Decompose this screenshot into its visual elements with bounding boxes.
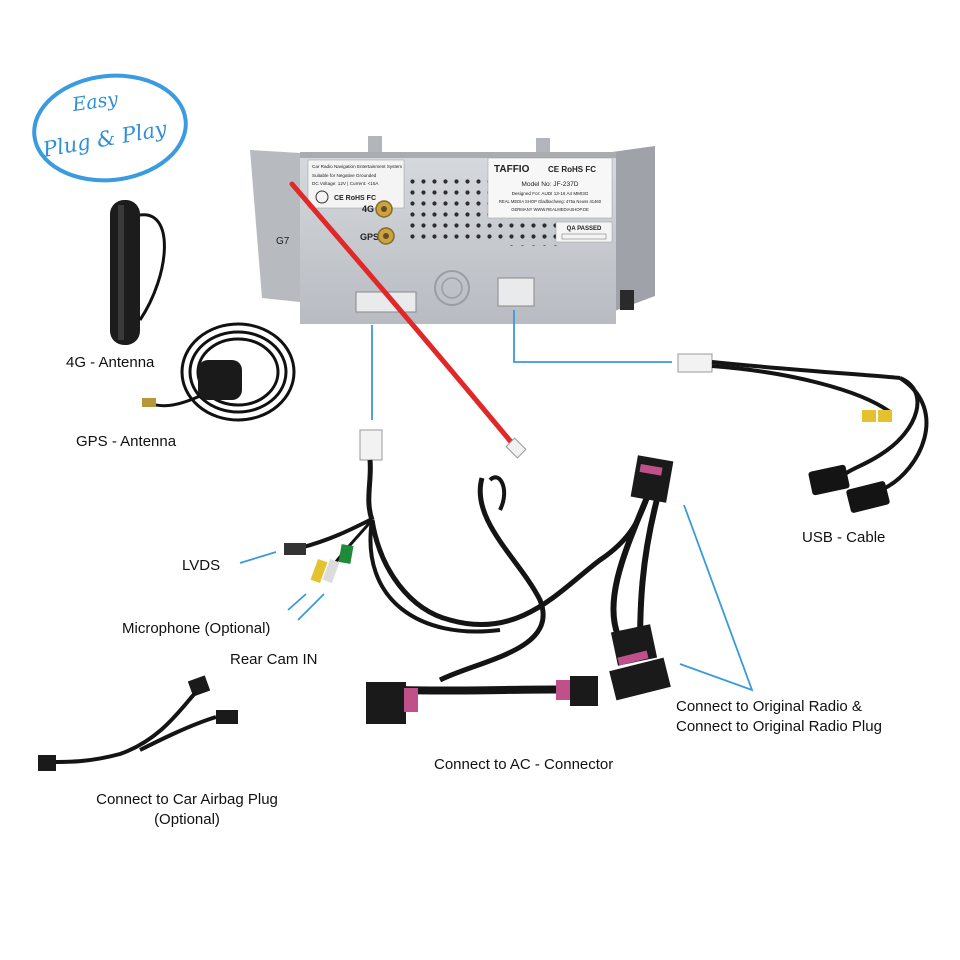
leader-original-radio <box>679 504 754 692</box>
leader-usb <box>513 310 672 363</box>
leader-rear-cam <box>297 593 325 621</box>
port-gps-label: GPS <box>360 232 379 242</box>
compliance-sticker: Car Radio Navigation Entertainment Syste… <box>307 159 405 209</box>
lvds-ribbon-cable <box>289 181 527 459</box>
label-microphone: Microphone (Optional) <box>122 620 271 637</box>
label-marks: CE RoHS FC <box>548 165 596 174</box>
emboss-logo <box>434 270 470 306</box>
head-unit: G7 Car Radio Navigation Entertainment Sy… <box>250 136 655 324</box>
side-mark: G7 <box>276 236 290 247</box>
sticker-line-1: Suitable for Negative Grounded <box>312 173 377 178</box>
shop-line: REAL MEDIA SHOP Gladbachweg: 475a Neuss … <box>499 199 602 204</box>
antenna-gps <box>142 322 296 422</box>
label-airbag-line1: Connect to Car Airbag Plug <box>96 791 278 808</box>
country-line: GERMANY WWW.REALMEDIASHOP.DE <box>511 207 589 212</box>
port-gps: GPS <box>360 227 395 245</box>
label-4g-antenna: 4G - Antenna <box>66 354 155 371</box>
designed-for: Designed For: AUDI 13-16 A4 MMI3G <box>512 191 589 196</box>
airbag-adapter-cable <box>38 675 238 771</box>
model-label: TAFFIO CE RoHS FC Model No: JF-237D Desi… <box>487 157 613 219</box>
leader-microphone <box>287 593 307 611</box>
model-number: Model No: JF-237D <box>521 181 578 188</box>
badge-line-2: Plug & Play <box>40 116 169 162</box>
antenna-4g <box>110 200 166 345</box>
usb-connector-socket <box>497 277 535 307</box>
port-4g-label: 4G <box>362 204 374 214</box>
label-rear-cam: Rear Cam IN <box>230 651 318 668</box>
label-airbag-line2: (Optional) <box>154 811 220 828</box>
main-harness <box>284 429 674 724</box>
sticker-title: Car Radio Navigation Entertainment Syste… <box>312 164 402 169</box>
label-lvds: LVDS <box>182 557 221 574</box>
easy-plug-play-badge: Easy Plug & Play <box>32 73 188 183</box>
leader-lines <box>239 310 754 692</box>
label-original-radio-line1: Connect to Original Radio & <box>676 698 862 715</box>
qa-passed-label: QA PASSED <box>555 221 613 243</box>
leader-lvds <box>239 551 277 564</box>
usb-cable <box>677 353 929 513</box>
sticker-line-2: DC Voltage: 12V | Current: <15A <box>312 181 379 186</box>
label-gps-antenna: GPS - Antenna <box>76 433 177 450</box>
label-ac-connector: Connect to AC - Connector <box>434 756 614 773</box>
label-usb-cable: USB - Cable <box>802 529 886 546</box>
badge-line-1: Easy <box>70 88 120 116</box>
port-4g: 4G <box>362 200 393 218</box>
brand-logo: TAFFIO <box>494 164 530 175</box>
qa-passed-text: QA PASSED <box>567 226 602 232</box>
label-original-radio-line2: Connect to Original Radio Plug <box>676 718 882 735</box>
sticker-marks: CE RoHS FC <box>334 195 376 202</box>
